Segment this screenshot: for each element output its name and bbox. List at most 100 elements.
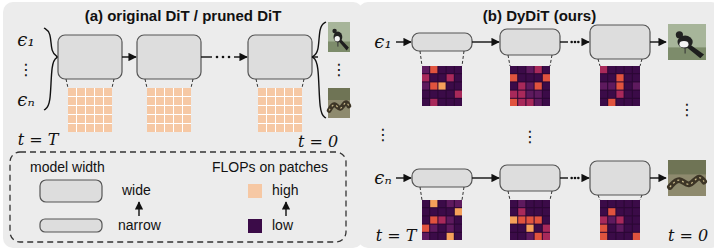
- patch-cell: [526, 233, 533, 240]
- patch-cell: [535, 99, 542, 106]
- patch-cell: [526, 99, 533, 106]
- zoom-line: [640, 195, 642, 200]
- patch-cell: [535, 200, 542, 207]
- patch-cell: [276, 97, 284, 105]
- patch-cell: [156, 88, 164, 96]
- patch-cell: [455, 233, 462, 240]
- ellipsis-dot: [577, 41, 580, 44]
- patch-cell: [285, 88, 293, 96]
- zoom-line: [640, 59, 642, 66]
- patch-cell: [77, 97, 85, 105]
- patch-cell: [600, 200, 607, 207]
- patch-cell: [447, 74, 454, 81]
- patch-cell: [535, 208, 542, 215]
- arrow: [234, 56, 247, 57]
- bird-belly: [335, 36, 340, 41]
- patch-cell: [174, 88, 182, 96]
- patch-cell: [510, 208, 517, 215]
- patch-cell: [104, 124, 112, 132]
- patch-cell: [608, 82, 615, 89]
- zoom-line: [508, 55, 510, 66]
- patch-cell: [510, 216, 517, 223]
- patch-cell: [633, 74, 640, 81]
- timestep-label: t = 0: [298, 133, 338, 151]
- patch-cell: [147, 106, 155, 114]
- patch-cell: [438, 74, 445, 81]
- patch-cell: [267, 97, 275, 105]
- patch-cell: [616, 74, 623, 81]
- bird-image: [668, 24, 706, 60]
- patch-cell: [608, 91, 615, 98]
- zoom-line: [598, 59, 600, 66]
- patch-cell: [147, 88, 155, 96]
- patch-cell: [447, 82, 454, 89]
- patch-cell: [518, 66, 525, 73]
- patch-cell: [422, 99, 429, 106]
- patch-cell: [518, 225, 525, 232]
- patch-cell: [147, 115, 155, 123]
- panel-title: (b) DyDiT (ours): [358, 2, 714, 24]
- patch-cell: [156, 97, 164, 105]
- patch-cell: [616, 216, 623, 223]
- patch-cell: [95, 97, 103, 105]
- patch-cell: [455, 216, 462, 223]
- legend-text: high: [272, 183, 298, 198]
- patch-cell: [104, 97, 112, 105]
- patch-grid-ground: [510, 200, 550, 240]
- patch-cell: [95, 124, 103, 132]
- patch-cell: [77, 88, 85, 96]
- patch-cell: [535, 225, 542, 232]
- patch-cell: [258, 106, 266, 114]
- patch-cell: [430, 99, 437, 106]
- patch-cell: [95, 115, 103, 123]
- snake-body: [670, 178, 704, 187]
- legend-heading: model width: [30, 160, 105, 175]
- patch-cell: [518, 91, 525, 98]
- patch-cell: [543, 91, 550, 98]
- patch-cell: [285, 97, 293, 105]
- patch-cell: [294, 115, 302, 123]
- patch-cell: [543, 200, 550, 207]
- photo-ground: [328, 88, 350, 100]
- zoom-line: [550, 55, 552, 66]
- bird-image: [328, 22, 350, 52]
- patch-cell: [600, 99, 607, 106]
- patch-cell: [447, 200, 454, 207]
- dit-block: [58, 35, 122, 79]
- patch-cell: [543, 66, 550, 73]
- arrow: [582, 41, 589, 42]
- brace: [312, 57, 326, 118]
- patch-cell: [422, 216, 429, 223]
- patch-cell: [174, 106, 182, 114]
- snake-body: [329, 103, 349, 111]
- arrow: [396, 41, 411, 42]
- patch-cell: [510, 91, 517, 98]
- arrow: [396, 177, 411, 178]
- dit-block: [590, 161, 650, 195]
- patch-cell: [438, 216, 445, 223]
- bird-tail: [339, 39, 349, 51]
- bird-leg: [685, 48, 686, 54]
- patch-cell: [510, 82, 517, 89]
- patch-cell: [608, 216, 615, 223]
- patch-grid-ground: [510, 66, 550, 106]
- timestep-label: t = 0: [668, 227, 708, 245]
- patch-cell: [608, 233, 615, 240]
- patch-cell: [276, 106, 284, 114]
- patch-cell: [625, 99, 632, 106]
- patch-cell: [147, 124, 155, 132]
- patch-cell: [430, 225, 437, 232]
- patch-cell: [438, 208, 445, 215]
- legend-sample-wide: [40, 180, 102, 202]
- patch-cell: [183, 115, 191, 123]
- patch-cell: [447, 216, 454, 223]
- arrow: [560, 177, 568, 178]
- patch-cell: [276, 124, 284, 132]
- dit-block: [137, 35, 201, 79]
- patch-cell: [422, 225, 429, 232]
- patch-cell: [518, 200, 525, 207]
- legend-sample-narrow: [40, 219, 102, 232]
- patch-grid-ground: [258, 88, 302, 132]
- patch-cell: [183, 97, 191, 105]
- patch-cell: [95, 88, 103, 96]
